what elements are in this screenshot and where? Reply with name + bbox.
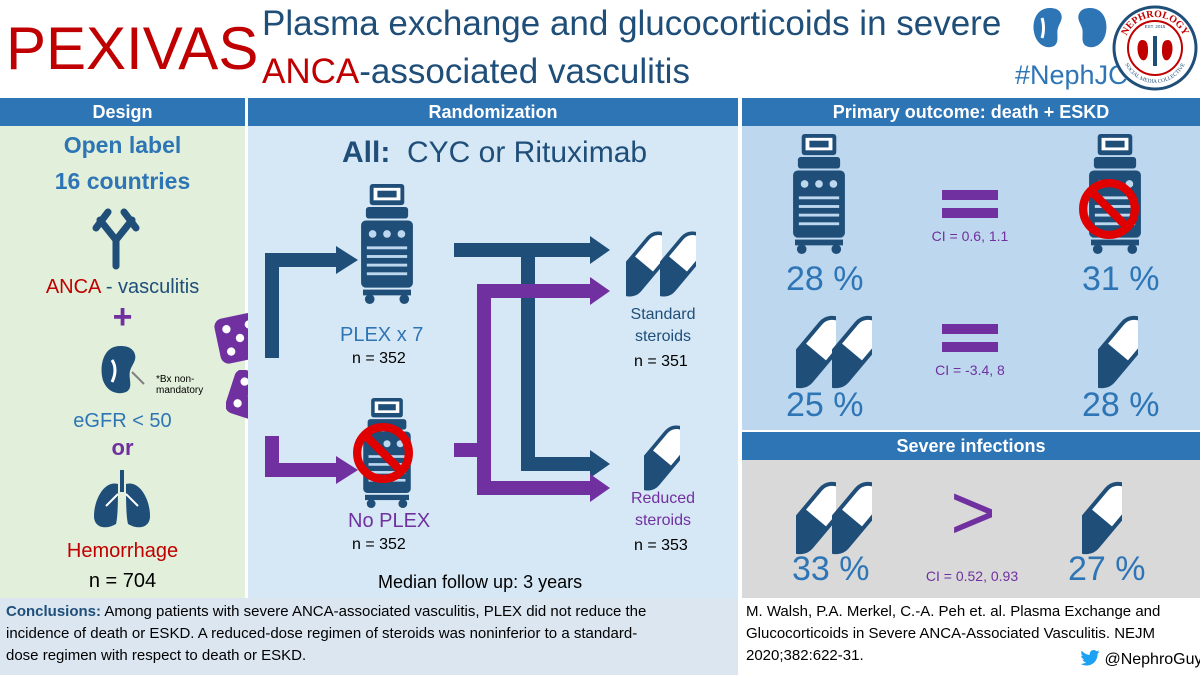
twitter-handle[interactable]: @NephroGuy [1080, 650, 1200, 669]
equals-sign-top [942, 190, 998, 200]
conclusions-panel: Conclusions: Among patients with severe … [0, 598, 738, 675]
pill-icon [832, 312, 872, 397]
anca-vasculitis-label: ANCA - vasculitis [0, 276, 245, 299]
pill-icon [796, 312, 836, 397]
greater-than-sign: > [950, 468, 996, 556]
no-plex-percent: 31 % [1082, 260, 1160, 298]
plex-percent: 28 % [786, 260, 864, 298]
antibody-icon [92, 208, 140, 275]
plus-sign: + [112, 298, 133, 336]
severe-infections-header: Severe infections [742, 432, 1200, 460]
conclusions-label: Conclusions: [6, 603, 102, 620]
design-header: Design [0, 98, 245, 126]
prohibited-icon [352, 422, 414, 489]
all-text: CYC or Rituximab [407, 136, 648, 169]
reduced-steroids-line2: steroids [634, 512, 692, 529]
all-label: All: [342, 136, 391, 169]
pill-icon [1098, 312, 1138, 397]
standard-steroids-line2: steroids [634, 328, 692, 345]
infection-standard-percent: 33 % [792, 550, 870, 588]
design-panel: Design Open label 16 countries ANCA - va… [0, 98, 245, 598]
pill-icon [644, 422, 680, 499]
vasculitis-word: - vasculitis [100, 276, 200, 298]
all-treatment: All: CYC or Rituximab [342, 136, 647, 170]
pill-icon [626, 228, 662, 305]
twitter-handle-text: @NephroGuy [1104, 651, 1200, 668]
hashtag[interactable]: #NephJC [1015, 60, 1128, 90]
pill-icon [660, 228, 696, 305]
conclusions-text: Conclusions: Among patients with severe … [6, 601, 656, 667]
no-plex-label: No PLEX [348, 510, 431, 532]
no-plex-n: n = 352 [352, 536, 406, 553]
countries-label: 16 countries [54, 168, 191, 194]
median-followup: Median follow up: 3 years [378, 572, 583, 592]
plex-machine-icon [358, 184, 416, 309]
title-rest: -associated vasculitis [359, 52, 690, 91]
infection-ci: CI = 0.52, 0.93 [925, 568, 1019, 584]
kidney-logo-icon [1030, 4, 1110, 59]
nephrology-seal-icon: NEPHROLOGY SOCIAL MEDIA COLLECTIVE EST. … [1112, 2, 1198, 99]
standard-steroids-line1: Standard [630, 306, 696, 323]
twitter-bird-icon [1080, 650, 1100, 666]
reduced-n: n = 353 [634, 537, 688, 554]
biopsy-note: *Bx non-mandatory [156, 374, 204, 396]
reduced-percent: 28 % [1082, 386, 1160, 424]
or-label: or [111, 435, 134, 460]
open-label: Open label [63, 132, 182, 158]
severe-infections-panel: Severe infections > 33 % CI = 0.52, 0.93… [742, 432, 1200, 598]
hemorrhage-label: Hemorrhage [66, 540, 179, 562]
design-n: n = 704 [88, 570, 157, 592]
title-line-1: Plasma exchange and glucocorticoids in s… [262, 4, 1002, 43]
equals-sign-bottom [942, 342, 998, 352]
prohibited-icon [1078, 178, 1140, 245]
plex-ci: CI = 0.6, 1.1 [931, 228, 1009, 244]
standard-n: n = 351 [634, 353, 688, 370]
acronym-title: PEXIVAS [6, 15, 259, 82]
primary-outcome-panel: Primary outcome: death + ESKD CI = 0.6, … [742, 98, 1200, 430]
lungs-icon [90, 470, 154, 537]
equals-sign-top [942, 324, 998, 334]
kidney-biopsy-icon [98, 344, 146, 403]
citation: M. Walsh, P.A. Merkel, C.-A. Peh et. al.… [746, 603, 1161, 664]
seal-est: EST. 2015 [1145, 24, 1166, 29]
plex-machine-icon [790, 134, 848, 259]
standard-percent: 25 % [786, 386, 864, 424]
infection-reduced-percent: 27 % [1068, 550, 1146, 588]
randomization-header: Randomization [248, 98, 738, 126]
conclusions-body: Among patients with severe ANCA-associat… [6, 603, 647, 664]
plex-n: n = 352 [352, 350, 406, 367]
title-anca: ANCA [262, 52, 360, 91]
egfr-label: eGFR < 50 [73, 410, 172, 432]
equals-sign-bottom [942, 208, 998, 218]
plex-label: PLEX x 7 [340, 324, 424, 346]
steroid-ci: CI = -3.4, 8 [935, 362, 1005, 378]
randomization-panel: Randomization All: CYC or Rituximab PLEX… [248, 98, 738, 598]
anca-word: ANCA [45, 276, 101, 298]
reduced-steroids-line1: Reduced [630, 490, 696, 507]
title-line-2: ANCA-associated vasculitis [262, 52, 690, 92]
primary-outcome-header: Primary outcome: death + ESKD [742, 98, 1200, 126]
randomization-arrows [265, 236, 610, 502]
